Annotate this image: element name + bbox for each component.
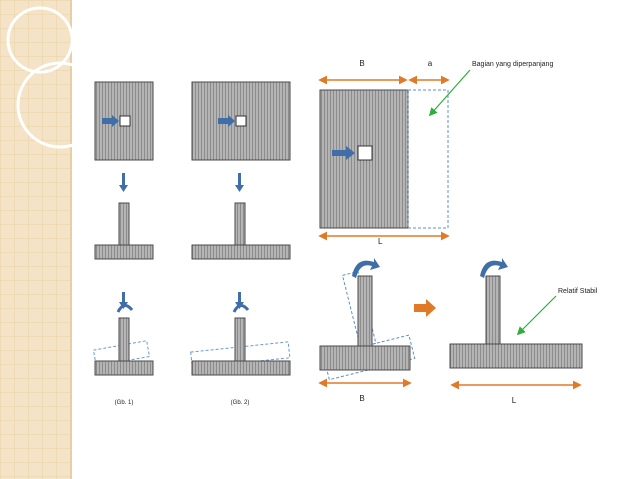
moment-arrow-icon xyxy=(352,258,380,278)
label-b-top: B xyxy=(359,59,364,68)
callout-extended-part: Bagian yang diperpanjang xyxy=(472,61,553,68)
down-arrow-icon xyxy=(235,173,244,192)
load-arrow-icon xyxy=(218,115,235,127)
tilted-section-2 xyxy=(190,292,291,376)
unstable-footing xyxy=(319,258,416,381)
transition-arrow-icon xyxy=(414,299,436,317)
callout-pointer xyxy=(428,69,471,117)
plan-view-2 xyxy=(191,81,291,161)
extended-plan-view xyxy=(319,89,449,229)
label-a-top: a xyxy=(428,59,433,68)
load-arrow-icon xyxy=(332,146,355,160)
moment-arrow-icon xyxy=(480,258,508,278)
sidebar-divider xyxy=(70,0,72,479)
label-moment-left: L xyxy=(378,237,383,246)
section-view-2 xyxy=(191,202,291,260)
section-view-1 xyxy=(94,202,154,260)
caption-gb1: (Gb. 1) xyxy=(115,400,134,406)
label-l-bottom: L xyxy=(512,396,517,405)
sidebar-ornament xyxy=(0,0,104,479)
callout-pointer xyxy=(516,295,557,336)
plan-view-1 xyxy=(94,81,154,161)
load-arrow-icon xyxy=(102,115,119,127)
stable-footing xyxy=(449,258,583,369)
down-arrow-icon xyxy=(119,173,128,192)
label-b-bottom: B xyxy=(359,394,364,403)
tilted-section-1 xyxy=(92,292,154,376)
caption-gb2: (Gb. 2) xyxy=(231,400,250,406)
callout-stable: Relatif Stabil xyxy=(558,288,598,295)
